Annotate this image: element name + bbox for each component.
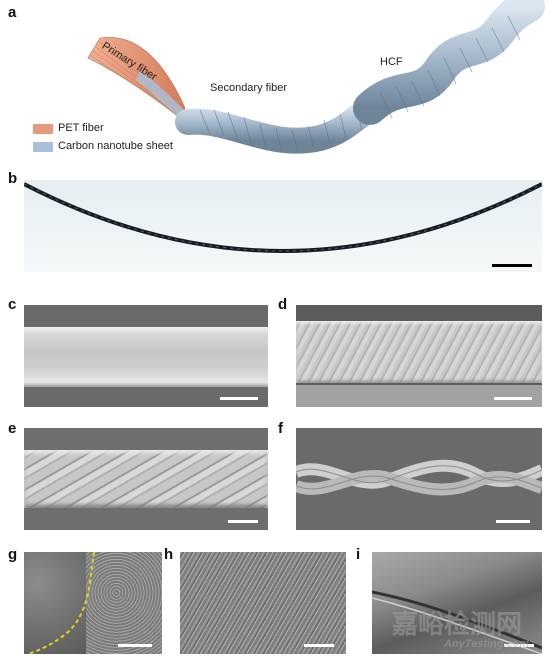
legend-swatch-pet <box>33 124 53 134</box>
panel-label-c: c <box>8 296 17 313</box>
fiber-curve <box>24 182 542 253</box>
watermark-cn: 嘉峪检测网 <box>392 609 523 639</box>
panel-e-sem <box>24 428 268 530</box>
secondary-fiber <box>175 92 393 154</box>
legend-label-cnt: Carbon nanotube sheet <box>58 140 173 152</box>
watermark-en: AnyTesting.com <box>444 638 530 650</box>
panel-g-sem <box>24 552 162 654</box>
interface-outline <box>27 552 95 654</box>
panel-f-sem <box>296 428 542 530</box>
carbon-nanotube-wrap <box>136 70 192 124</box>
panel-label-a: a <box>8 4 17 21</box>
legend-label-pet: PET fiber <box>58 122 104 134</box>
label-secondary-fiber: Secondary fiber <box>210 82 288 94</box>
panel-b-photo <box>24 180 542 272</box>
fiber-edge <box>372 590 542 654</box>
scalebar-e <box>228 520 258 523</box>
hcf-schematic <box>87 0 545 154</box>
panel-label-h: h <box>164 546 174 563</box>
panel-label-d: d <box>278 296 288 313</box>
panel-i-sem <box>372 552 542 654</box>
scalebar-h <box>304 644 334 647</box>
panel-label-e: e <box>8 420 17 437</box>
scalebar-d <box>494 397 532 400</box>
scalebar-b <box>492 264 532 267</box>
panel-c-sem <box>24 305 268 407</box>
label-hcf: HCF <box>380 56 403 68</box>
panel-label-g: g <box>8 546 18 563</box>
scalebar-c <box>220 397 258 400</box>
panel-label-f: f <box>278 420 283 437</box>
scalebar-i <box>504 644 534 647</box>
hcf-helix <box>353 0 545 125</box>
scalebar-g <box>118 644 152 647</box>
panel-label-b: b <box>8 170 18 187</box>
panel-h-sem <box>180 552 346 654</box>
panel-d-sem <box>296 305 542 407</box>
twisted-strands <box>296 459 542 496</box>
panel-label-i: i <box>356 546 361 563</box>
scalebar-f <box>496 520 530 523</box>
legend-swatch-cnt <box>33 142 53 152</box>
